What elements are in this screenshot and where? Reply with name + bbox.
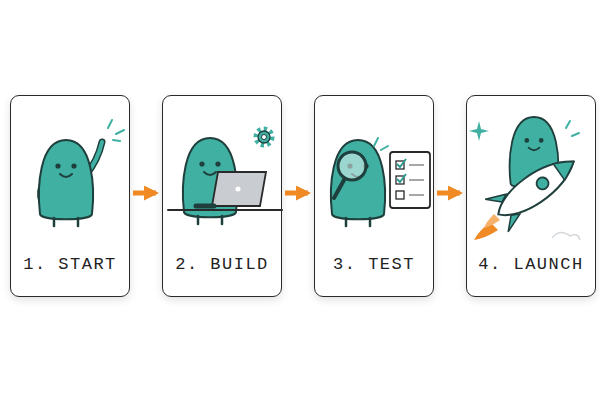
gear-icon bbox=[256, 129, 272, 145]
flow-arrow bbox=[133, 191, 156, 196]
step-card: 1. START bbox=[10, 95, 130, 297]
testing-character bbox=[331, 138, 430, 226]
step-card: 3. TEST bbox=[314, 95, 434, 297]
step-label: 2. BUILD bbox=[175, 255, 269, 274]
checklist-icon bbox=[390, 152, 430, 208]
waving-character bbox=[39, 120, 124, 226]
flow-arrow bbox=[285, 191, 308, 196]
launch-rocket bbox=[469, 117, 585, 240]
step-card: 2. BUILD bbox=[162, 95, 282, 297]
flow-arrow bbox=[437, 191, 460, 196]
step-card: 4. LAUNCH bbox=[466, 95, 596, 297]
step-label: 1. START bbox=[23, 255, 117, 274]
step-label: 3. TEST bbox=[333, 255, 415, 274]
step-label: 4. LAUNCH bbox=[478, 255, 583, 274]
building-character bbox=[168, 129, 282, 224]
